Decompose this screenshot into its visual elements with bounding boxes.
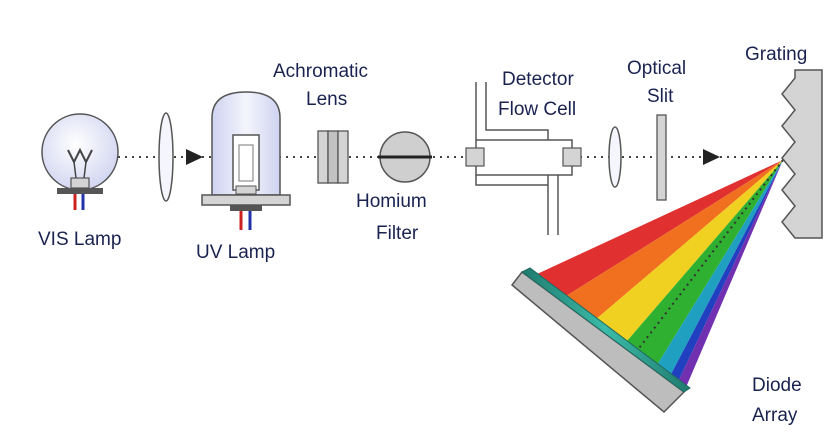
- label-achromatic-lens-line1: Achromatic: [273, 61, 368, 82]
- lens-1: [158, 112, 174, 202]
- vis-lamp: [41, 113, 119, 210]
- label-grating: Grating: [745, 44, 807, 65]
- beam-arrow-1: [186, 149, 203, 165]
- label-vis-lamp: VIS Lamp: [38, 229, 121, 250]
- homium-filter: [378, 131, 432, 183]
- achromatic-lens-element-3: [337, 130, 349, 184]
- flow-cell-window-left: [465, 147, 485, 167]
- label-homium-filter-line1: Homium: [356, 191, 427, 212]
- spectrum-band-red: [522, 160, 783, 303]
- diode-array: [510, 267, 691, 414]
- achromatic-lens-element-1: [317, 130, 329, 184]
- achromatic-lens: [317, 130, 349, 184]
- uv-lamp-aperture: [238, 144, 254, 182]
- flow-cell-inlet-tube-inner: [485, 82, 549, 140]
- spectrum-band-violet: [676, 160, 783, 392]
- flow-cell-bottom-pipe: [475, 175, 548, 186]
- label-homium-filter-line2: Filter: [376, 223, 419, 244]
- optical-slit: [656, 114, 667, 201]
- flow-cell-body: [475, 139, 573, 176]
- label-detector-flow-cell-line2: Flow Cell: [498, 99, 576, 120]
- diode-array-sensor: [521, 267, 691, 393]
- spectrum-fan: [522, 159, 784, 392]
- detector-flow-cell: [465, 82, 582, 235]
- spectrum-band-yellow: [588, 160, 783, 348]
- spectrum-band-blue: [668, 160, 783, 386]
- vis-lamp-wire-right: [83, 161, 87, 179]
- vis-lamp-filament: [67, 147, 93, 165]
- vis-lamp-base: [57, 188, 103, 194]
- vis-lamp-wire-left: [73, 161, 77, 179]
- uv-lamp: [201, 91, 291, 230]
- label-optical-slit-line1: Optical: [627, 58, 686, 79]
- label-diode-array-line2: Array: [752, 405, 798, 426]
- uv-lamp-socket: [230, 205, 262, 211]
- uv-lamp-holder: [235, 185, 257, 195]
- label-uv-lamp: UV Lamp: [196, 242, 275, 263]
- spectrum-band-cyan: [654, 160, 783, 380]
- uv-lamp-base: [201, 194, 291, 206]
- label-detector-flow-cell-line1: Detector: [502, 69, 574, 90]
- spectrum-band-orange: [555, 160, 783, 326]
- beam-arrow-2: [703, 149, 720, 165]
- label-achromatic-lens-line2: Lens: [306, 89, 347, 110]
- label-optical-slit-line2: Slit: [647, 86, 674, 107]
- vis-lamp-neck: [70, 177, 90, 189]
- achromatic-lens-element-2: [327, 130, 339, 184]
- grating: [781, 69, 823, 239]
- flow-cell-window-right: [562, 147, 582, 167]
- lens-2: [608, 126, 622, 188]
- label-diode-array-line1: Diode: [752, 375, 802, 396]
